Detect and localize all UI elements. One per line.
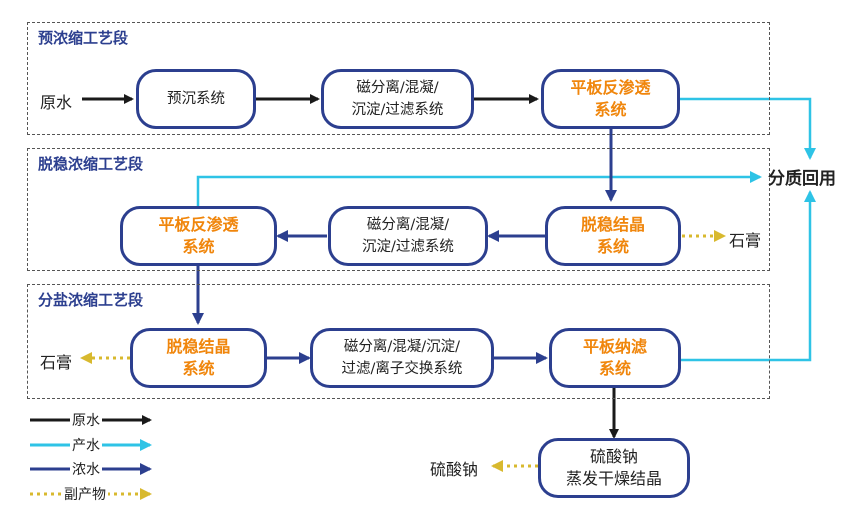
section-title: 脱稳浓缩工艺段 (38, 155, 144, 173)
node-presedimentation: 预沉系统 (136, 69, 256, 129)
node-destab-crystallization-1: 脱稳结晶 系统 (545, 206, 681, 266)
arrow-n3-to-reuse (678, 97, 816, 160)
label-gypsum-left: 石膏 (40, 353, 73, 372)
node-destab-crystallization-2: 脱稳结晶 系统 (130, 328, 267, 388)
section-destabilization: 脱稳浓缩工艺段 (27, 148, 770, 271)
legend-label-concentrate: 浓水 (70, 459, 102, 479)
section-title: 预浓缩工艺段 (38, 29, 129, 47)
label-gypsum-right: 石膏 (729, 231, 762, 250)
arrow-n9-to-reuse (680, 190, 816, 362)
node-flat-ro-2: 平板反渗透 系统 (120, 206, 277, 266)
arrow-n6-to-reuse (196, 171, 762, 206)
legend-label-product: 产水 (70, 435, 102, 455)
node-flat-ro-1: 平板反渗透 系统 (541, 69, 680, 129)
node-flat-nanofiltration: 平板纳滤 系统 (549, 328, 681, 388)
label-raw-water: 原水 (40, 93, 73, 112)
section-preconcentration: 预浓缩工艺段 (27, 22, 770, 135)
section-salt-separation: 分盐浓缩工艺段 (27, 284, 770, 399)
node-magnetic-separation-3: 磁分离/混凝/沉淀/ 过滤/离子交换系统 (310, 328, 494, 388)
label-sodium-sulfate: 硫酸钠 (430, 460, 479, 479)
node-magnetic-separation-2: 磁分离/混凝/ 沉淀/过滤系统 (328, 206, 488, 266)
node-sodium-sulfate-crystallization: 硫酸钠 蒸发干燥结晶 (538, 438, 690, 498)
legend-label-byproduct: 副产物 (62, 484, 108, 504)
section-title: 分盐浓缩工艺段 (38, 291, 144, 309)
label-reuse: 分质回用 (768, 169, 836, 189)
legend-label-raw: 原水 (70, 410, 102, 430)
node-magnetic-separation-1: 磁分离/混凝/ 沉淀/过滤系统 (321, 69, 474, 129)
